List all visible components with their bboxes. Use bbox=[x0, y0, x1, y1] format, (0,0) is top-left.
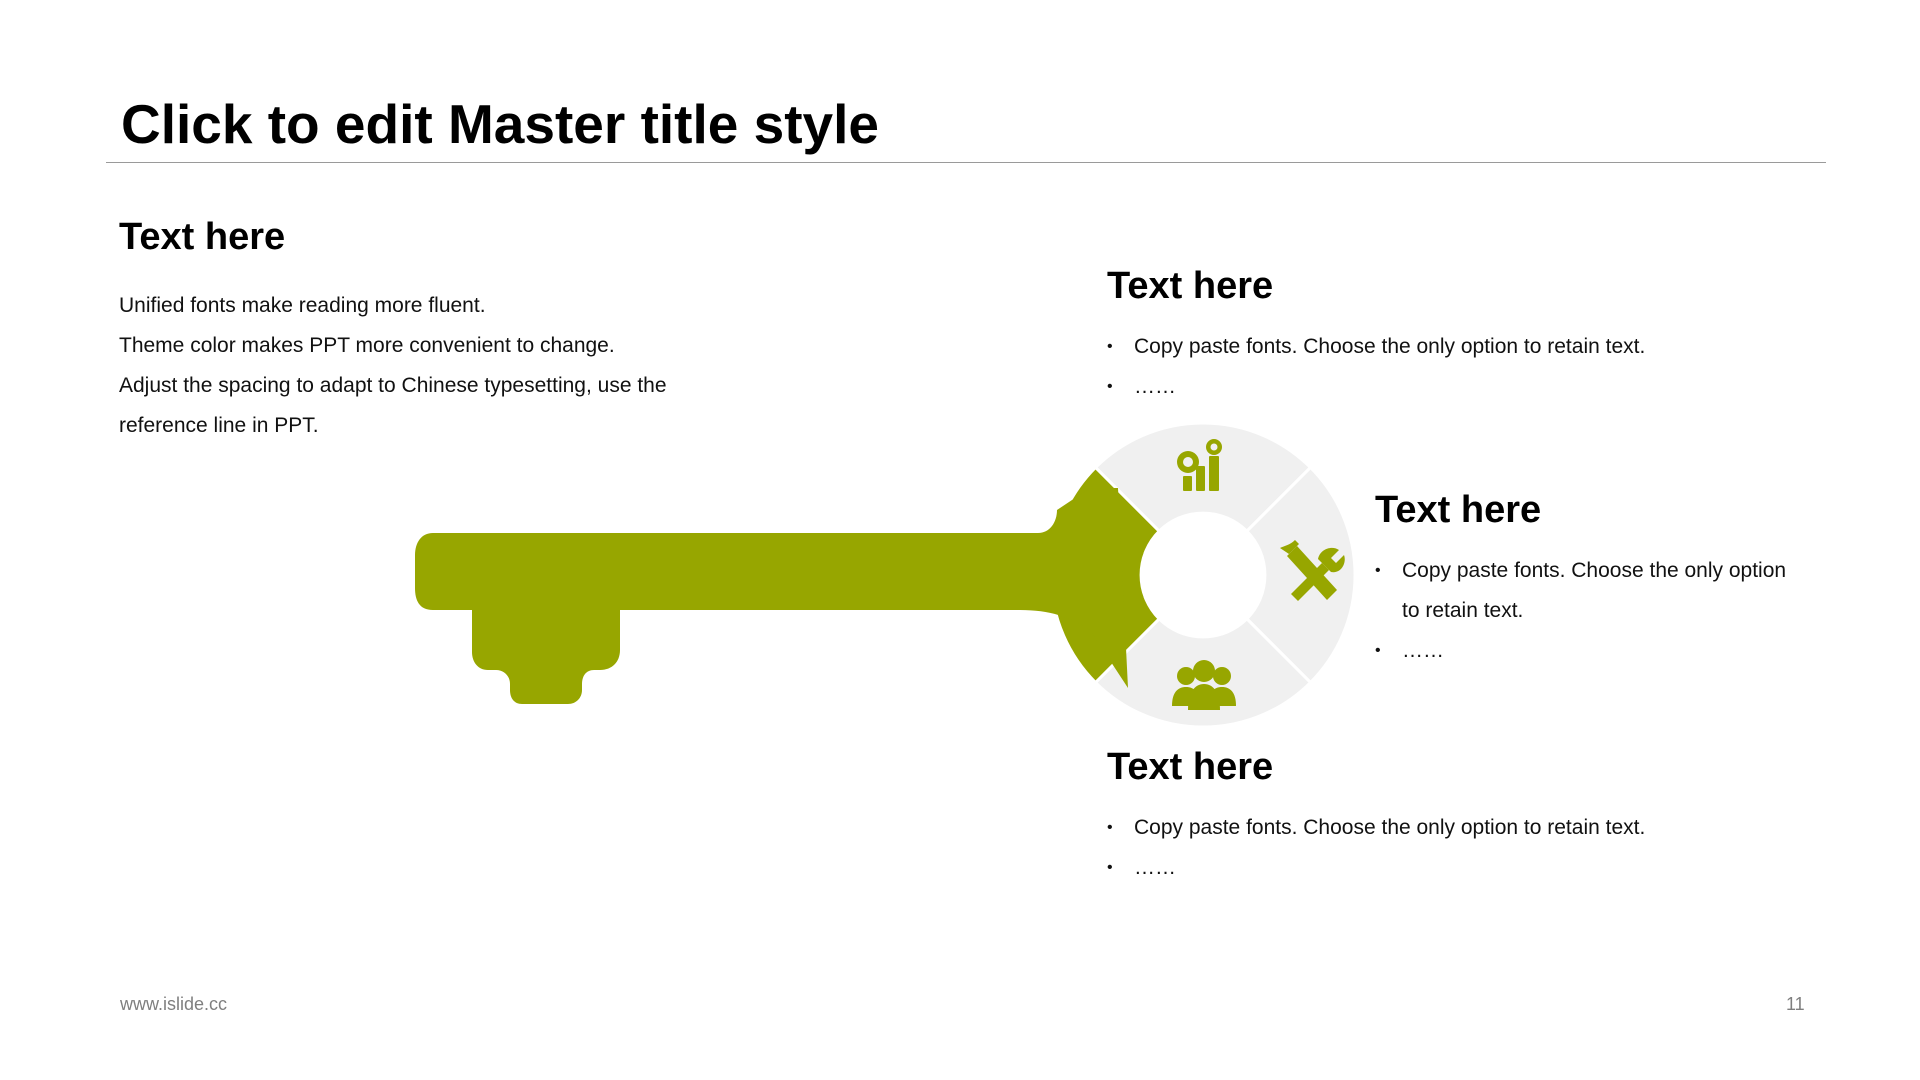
team-icon bbox=[1172, 660, 1236, 710]
bullet-line: Copy paste fonts. Choose the only option bbox=[1402, 559, 1787, 582]
slide-title: Click to edit Master title style bbox=[121, 93, 879, 155]
top-heading: Text here bbox=[1107, 265, 1274, 307]
chart-gears-icon bbox=[1177, 439, 1222, 491]
left-line: Adjust the spacing to adapt to Chinese t… bbox=[119, 374, 667, 397]
left-heading: Text here bbox=[119, 216, 286, 258]
bullet-line-continued: to retain text. bbox=[1402, 599, 1524, 622]
bullet-item: Copy paste fonts. Choose the only option… bbox=[1107, 808, 1707, 848]
right-bullet-list: Copy paste fonts. Choose the only option… bbox=[1375, 551, 1825, 671]
title-divider bbox=[106, 162, 1826, 163]
bullet-item: …… bbox=[1107, 848, 1707, 888]
bullet-item: Copy paste fonts. Choose the only option… bbox=[1375, 551, 1825, 631]
top-bullet-list: Copy paste fonts. Choose the only option… bbox=[1107, 327, 1707, 407]
footer-url: www.islide.cc bbox=[120, 994, 228, 1014]
bottom-bullet-list: Copy paste fonts. Choose the only option… bbox=[1107, 808, 1707, 888]
tools-icon bbox=[1280, 540, 1345, 601]
bullet-item: …… bbox=[1375, 631, 1825, 671]
page-number: 11 bbox=[1786, 994, 1805, 1014]
bullet-item: …… bbox=[1107, 367, 1707, 407]
right-heading: Text here bbox=[1375, 489, 1542, 531]
left-line: Unified fonts make reading more fluent. bbox=[119, 294, 486, 317]
left-line: reference line in PPT. bbox=[119, 414, 319, 437]
left-paragraph: Unified fonts make reading more fluent. … bbox=[119, 286, 719, 446]
bottom-heading: Text here bbox=[1107, 746, 1274, 788]
key-shaft bbox=[415, 488, 1128, 704]
ring-segment-right bbox=[1244, 465, 1357, 685]
left-line: Theme color makes PPT more convenient to… bbox=[119, 334, 615, 357]
bullet-item: Copy paste fonts. Choose the only option… bbox=[1107, 327, 1707, 367]
